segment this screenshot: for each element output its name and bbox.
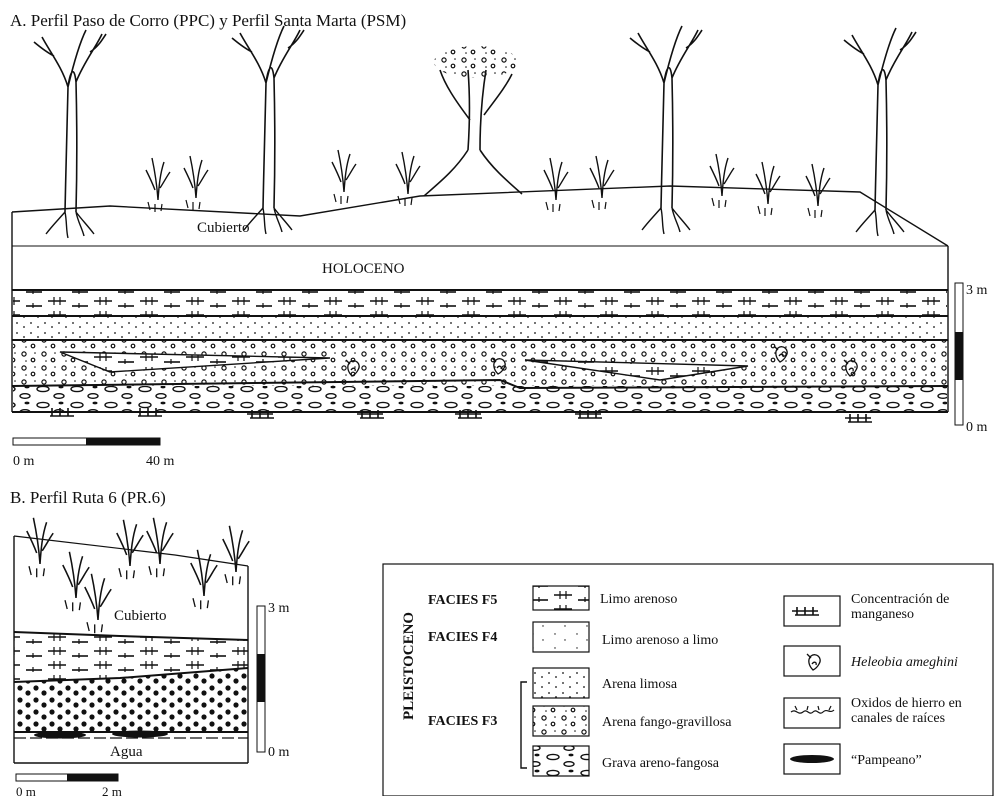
panel-b-scale-end: 2 m — [102, 784, 122, 796]
shrub-icon — [146, 158, 170, 212]
legend-swatch-heleobia — [784, 646, 840, 676]
legend-swatch-grava-areno-fangosa — [533, 746, 589, 776]
panel-a-scale-top: 3 m — [966, 283, 988, 298]
lens-icon — [34, 732, 86, 739]
shrub-icon — [184, 156, 208, 210]
shrub-icon — [710, 154, 734, 208]
panel-b-cover-label: Cubierto — [114, 608, 167, 624]
shrub-icon — [191, 550, 217, 609]
panel-a-scale-end: 40 m — [146, 454, 175, 469]
epoch-label: PLEISTOCENO — [401, 612, 417, 720]
panel-a-title: A. Perfil Paso de Corro (PPC) y Perfil S… — [10, 11, 406, 30]
panel-a-horizontal-scale — [13, 438, 160, 445]
shrub-icon — [85, 574, 111, 633]
legend-item-pampeano: “Pampeano” — [851, 753, 922, 768]
facies-f3-name: FACIES F3 — [428, 714, 497, 729]
legend-swatch-arena-fango-gravillosa — [533, 706, 589, 736]
legend-item-arena-limosa: Arena limosa — [602, 677, 678, 692]
panel-a-scale-start: 0 m — [13, 454, 35, 469]
legend-swatch-limo-arenoso — [533, 586, 589, 610]
legend-item-manganeso: Concentración de manganeso — [851, 592, 989, 622]
water-label: Agua — [110, 744, 143, 760]
legend-item-heleobia: Heleobia ameghini — [850, 655, 958, 670]
panel-a-trees — [34, 26, 916, 238]
shrub-icon — [63, 552, 89, 611]
lens-icon — [790, 755, 834, 763]
legend-swatch-arena-limosa — [533, 668, 589, 698]
manganese-icon — [845, 414, 872, 422]
legend: PLEISTOCENO FACIES F5 Limo arenoso FACIE… — [383, 564, 993, 796]
panel-a-vertical-scale — [955, 283, 963, 425]
shrub-icon — [544, 158, 568, 212]
facies-f4-name: FACIES F4 — [428, 630, 497, 645]
panel-b-scale-top: 3 m — [268, 601, 290, 616]
shrub-icon — [590, 156, 614, 210]
legend-item-limo-arenoso: Limo arenoso — [600, 592, 677, 607]
shrub-icon — [223, 526, 249, 585]
shrub-icon — [332, 150, 356, 204]
legend-swatch-limo-arenoso-a-limo — [533, 622, 589, 652]
shrub-icon — [147, 518, 173, 577]
panel-b-vertical-scale — [257, 606, 265, 752]
facies-f5-name: FACIES F5 — [428, 593, 497, 608]
lens-icon — [112, 731, 168, 738]
legend-item-grava-areno-fangosa: Grava areno-fangosa — [602, 756, 720, 771]
panel-b-scale-start: 0 m — [16, 784, 36, 796]
shrub-icon — [27, 518, 53, 577]
panel-a-block — [12, 186, 948, 422]
panel-a-cover-label: Cubierto — [197, 220, 250, 236]
panel-b-block — [14, 518, 249, 763]
legend-item-oxidos: Oxidos de hierro en canales de raíces — [851, 696, 989, 726]
panel-b-horizontal-scale — [16, 774, 118, 781]
tree-icon — [424, 46, 522, 196]
legend-item-arena-fango-gravillosa: Arena fango-gravillosa — [602, 715, 732, 730]
panel-b-scale-bottom: 0 m — [268, 745, 290, 760]
tree-icon — [630, 26, 702, 234]
legend-item-limo-arenoso-a-limo: Limo arenoso a limo — [602, 633, 718, 648]
panel-a-scale-bottom: 0 m — [966, 420, 988, 435]
holocene-label: HOLOCENO — [322, 261, 405, 277]
panel-b-title: B. Perfil Ruta 6 (PR.6) — [10, 488, 166, 507]
tree-icon — [232, 26, 304, 234]
